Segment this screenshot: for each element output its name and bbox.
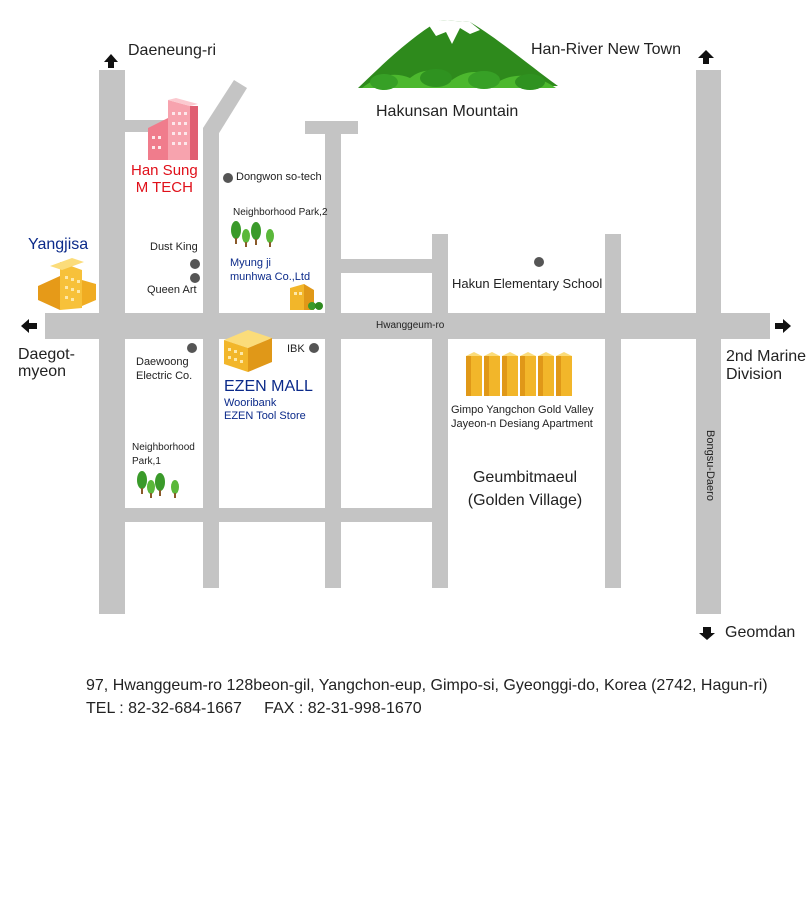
landmark-hansung: Han Sung M TECH [131,162,198,196]
myungji-building-icon [290,284,323,310]
road-fifth-vertical [605,234,621,588]
landmark-ibk: IBK [287,343,305,355]
location-map [21,20,791,640]
yangjisa-building-icon [38,258,96,310]
direction-west-line1: Daegot- [18,346,75,363]
arrow-up-icon [698,50,714,64]
direction-east-line2: Division [726,366,783,383]
landmark-daewoong-line2: Electric Co. [136,370,193,382]
landmark-myungji-line1: Myung ji [230,257,271,269]
road-left-vertical [99,70,125,614]
road-label-hwanggeum-ro: Hwanggeum-ro [376,320,445,331]
landmark-park2: Neighborhood Park,2 [233,207,328,218]
landmark-mountain: Hakunsan Mountain [376,103,519,120]
landmark-queenart: Queen Art [147,284,197,296]
arrow-right-icon [775,319,791,333]
direction-east-line1: 2nd Marine [726,348,807,365]
arrow-up-icon [104,54,118,68]
road-hwanggeum-ro [45,313,770,339]
landmark-hansung-line2: M TECH [135,179,193,196]
landmark-myungji: Myung ji munhwa Co.,Ltd [230,256,310,284]
direction-south: Geomdan [725,624,796,641]
landmark-daewoong: Daewoong Electric Co. [136,355,192,383]
landmark-geumbitmaeul: Geumbitmaeul (Golden Village) [466,466,584,512]
landmark-gimpo-line1: Gimpo Yangchon Gold Valley [451,404,594,416]
road-top-stub [305,121,358,134]
road-second-vertical [203,128,219,588]
hansung-building-icon [148,98,198,160]
location-dot-icon [187,343,197,353]
ezen-mall-building-icon [224,330,272,372]
road-lower-connector [125,508,432,522]
mountain-icon [358,20,558,90]
location-dot-icon [534,257,544,267]
direction-west: Daegot- myeon [18,346,75,380]
location-dot-icon [223,173,233,183]
direction-west-line2: myeon [18,363,67,380]
contact-phone-fax: TEL : 82-32-684-1667 FAX : 82-31-998-167… [86,700,422,717]
landmark-ezen-tool: EZEN Tool Store [224,410,306,422]
road-fourth-vertical [432,234,448,588]
tree-icon [137,471,179,498]
direction-north-left: Daeneung-ri [128,42,217,59]
road-diagonal [203,80,247,138]
location-dot-icon [309,343,319,353]
landmark-hakun-school: Hakun Elementary School [452,276,603,291]
road-bongsu-daero [696,70,721,614]
landmark-wooribank: Wooribank [224,397,277,409]
landmark-geumbit-line2: (Golden Village) [467,492,583,509]
landmark-ezen-mall: EZEN MALL [224,378,313,395]
landmark-dongwon: Dongwon so-tech [236,171,322,183]
arrow-left-icon [21,319,37,333]
landmark-gimpo-line2: Jayeon-n Desiang Apartment [451,418,593,430]
contact-address: 97, Hwanggeum-ro 128beon-gil, Yangchon-e… [86,677,768,694]
direction-east: 2nd Marine Division [726,348,806,384]
landmark-park1: Neighborhood Park,1 [132,441,195,469]
direction-north-right: Han-River New Town [531,41,681,58]
landmark-hansung-line1: Han Sung [131,162,198,179]
landmark-geumbit-line1: Geumbitmaeul [472,469,578,486]
landmark-dustking: Dust King [150,241,198,253]
landmark-park1-line1: Neighborhood [132,442,195,453]
landmark-yangjisa: Yangjisa [28,236,89,253]
road-label-bongsu-daero: Bongsu-Daero [704,430,716,501]
landmark-daewoong-line1: Daewoong [136,356,189,368]
road-third-vertical [325,130,341,588]
road-network [45,70,770,614]
landmark-myungji-line2: munhwa Co.,Ltd [230,271,311,283]
road-upper-connector [341,259,432,273]
apartment-buildings-icon [466,352,572,396]
location-dot-icon [190,273,200,283]
landmark-ezen-details: Wooribank EZEN Tool Store [224,397,306,423]
arrow-down-icon [699,627,715,640]
landmark-gimpo-apartment: Gimpo Yangchon Gold Valley Jayeon-n Desi… [451,403,593,431]
landmark-park1-line2: Park,1 [132,456,161,467]
location-dot-icon [190,259,200,269]
tree-icon [231,221,274,247]
